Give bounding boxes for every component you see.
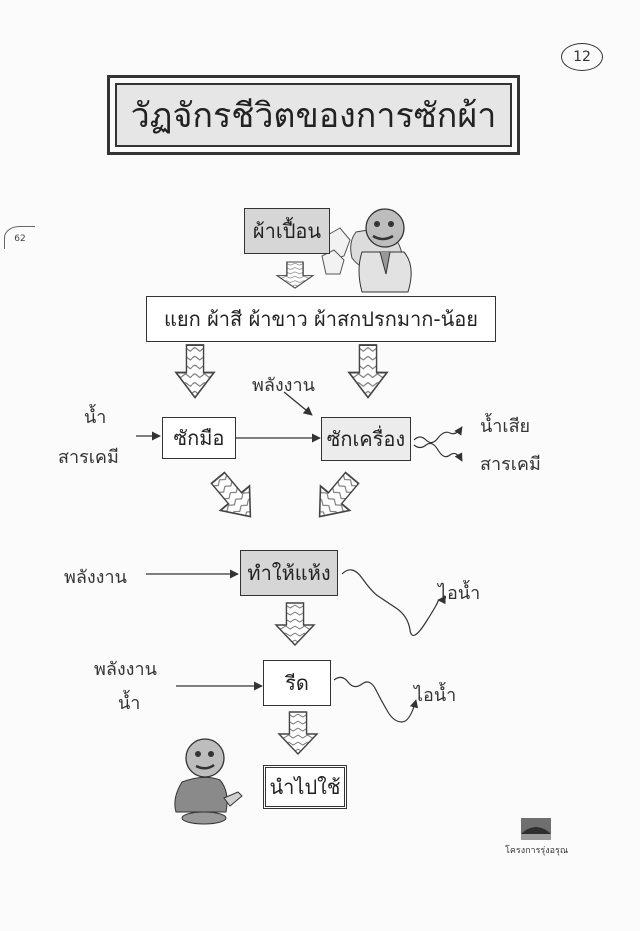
page-number: 12 bbox=[561, 43, 603, 71]
node-sort: แยก ผ้าสี ผ้าขาว ผ้าสกปรกมาก-น้อย bbox=[146, 296, 496, 342]
label-water-iron: น้ำ bbox=[118, 693, 141, 714]
node-dirty-clothes: ผ้าเปื้อน bbox=[244, 208, 330, 254]
label-energy-machine: พลังงาน bbox=[252, 375, 315, 396]
block-arrow-sort-to-hand bbox=[175, 344, 215, 399]
squiggle-to-chemical-out bbox=[413, 442, 463, 462]
side-page-number: 62 bbox=[4, 226, 35, 249]
block-arrow-dry-to-iron bbox=[275, 602, 315, 646]
block-arrow-hand-to-dry bbox=[202, 464, 266, 530]
label-steam-iron: ไอน้ำ bbox=[414, 685, 457, 706]
arrow-energy-to-machine bbox=[283, 391, 313, 416]
node-reuse: นำไปใช้ bbox=[263, 765, 347, 809]
logo-caption: โครงการรุ่งอรุณ bbox=[505, 846, 569, 856]
label-energy-iron: พลังงาน bbox=[94, 659, 157, 680]
block-arrow-dirty-to-sort bbox=[276, 261, 314, 289]
page-title: วัฏจักรชีวิตของการซักผ้า bbox=[115, 83, 512, 147]
node-iron: รีด bbox=[263, 660, 331, 706]
node-machine-wash: ซักเครื่อง bbox=[321, 417, 411, 461]
label-wastewater-out: น้ำเสีย bbox=[480, 416, 531, 437]
label-steam-dry: ไอน้ำ bbox=[438, 583, 481, 604]
node-dry: ทำให้แห้ง bbox=[240, 550, 338, 596]
squiggle-to-wastewater bbox=[413, 426, 463, 444]
block-arrow-machine-to-dry bbox=[304, 464, 368, 530]
man-with-clothes-illustration bbox=[321, 208, 412, 293]
logo-mark bbox=[521, 818, 551, 840]
node-hand-wash: ซักมือ bbox=[162, 417, 236, 459]
label-energy-dry: พลังงาน bbox=[64, 567, 127, 588]
block-arrow-sort-to-machine bbox=[348, 344, 388, 399]
label-water-in: น้ำ bbox=[84, 407, 107, 428]
label-chemical-out: สารเคมี bbox=[480, 454, 541, 475]
squiggle-iron-steam bbox=[333, 676, 419, 723]
title-frame: วัฏจักรชีวิตของการซักผ้า bbox=[107, 75, 520, 155]
label-chemical-in: สารเคมี bbox=[58, 447, 119, 468]
man-pointing-illustration bbox=[174, 738, 243, 825]
squiggle-dry-steam bbox=[341, 569, 446, 637]
block-arrow-iron-to-reuse bbox=[278, 711, 318, 755]
